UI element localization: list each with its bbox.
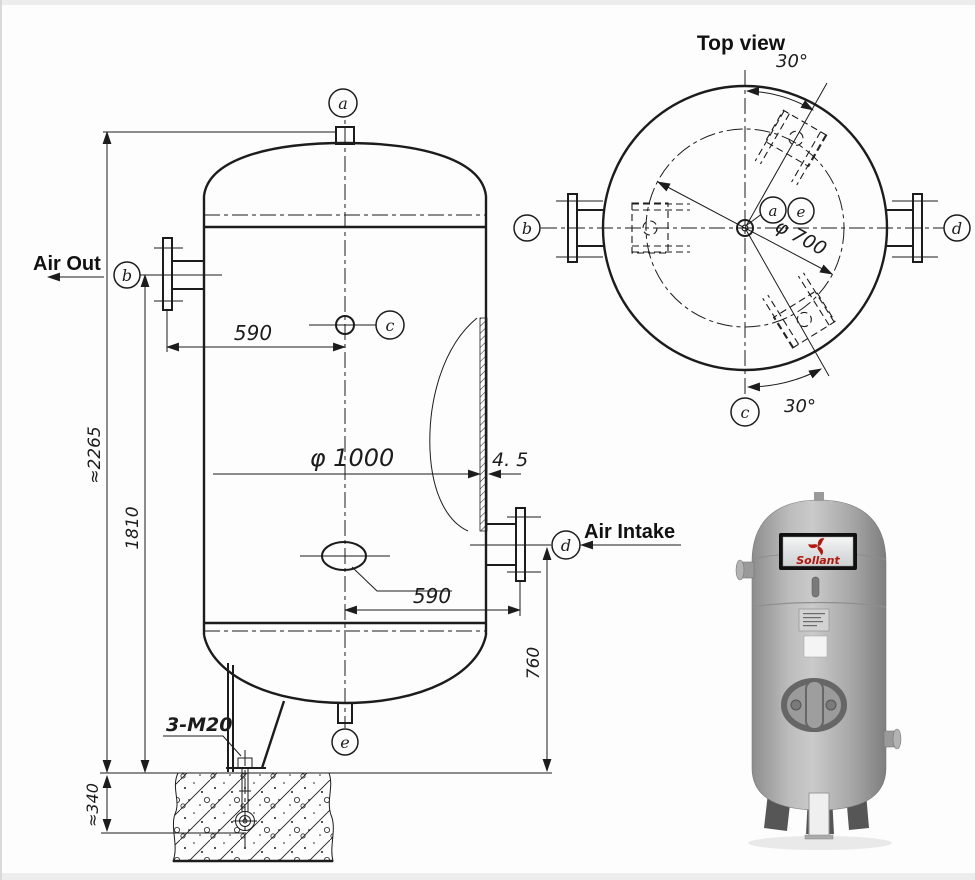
anchor-bolt-label: 3-M20 [166,714,232,736]
photo-valve-handle [811,576,820,598]
top-flange-b [556,193,604,263]
port-balloon-d: d [551,530,581,560]
air-out-label: Air Out [33,253,101,275]
dim-text-intake-height: 760 [524,647,544,679]
port-label-e: e [340,733,349,752]
top-port-balloon-a: a [759,196,787,224]
top-view-title: Top view [697,32,786,55]
dim-text-overall-height: ≈2265 [85,426,105,484]
photo-left-nozzle [735,559,755,581]
brand-panel: Sollant [779,533,857,570]
top-port-label-d: d [952,219,962,238]
nozzle-b [140,237,222,311]
nozzle-d [470,507,551,582]
bracket-lower-right [762,272,836,349]
nozzle-e [337,702,353,724]
nozzle-c [309,315,376,335]
top-port-balloon-d: d [943,214,971,242]
port-label-b: b [122,266,132,285]
product-photo: Sollant [735,492,902,850]
dim-text-diameter: φ 1000 [310,444,395,472]
support-legs [226,663,286,772]
photo-top-fitting [814,492,824,501]
angle-text-top: 30° [776,51,808,72]
dim-text-thickness: 4. 5 [492,449,528,471]
port-label-c: c [386,316,395,335]
angle-dim-top: 30° [744,51,828,229]
sheet-edge-bottom [0,873,975,880]
dim-outlet-height: 1810 [123,273,150,774]
dim-thickness: 4. 5 [487,449,528,479]
photo-nameplate [798,608,830,632]
photo-drain-pipe [804,792,834,840]
top-view: Top view 30° φ 700 a e [513,32,971,427]
dim-diameter: φ 1000 [213,444,482,479]
front-view: a ≈2265 1810 b Air Out [33,88,681,863]
angle-text-bottom: 30° [784,396,816,417]
photo-manhole [781,678,847,732]
dim-intake-height: 760 [524,546,552,773]
dim-text-outlet-height: 1810 [123,506,143,549]
top-port-balloon-c: c [730,397,760,427]
angle-dim-bottom: 30° [744,227,830,417]
photo-right-nozzle [883,728,902,750]
photo-seam-mid [751,601,887,608]
dim-text-offset-bottom: 590 [413,584,451,608]
port-balloon-a: a [328,88,358,118]
dim-offset-top: 590 [165,311,347,352]
dim-foundation-depth: ≈340 [83,774,246,834]
port-balloon-c: c [375,310,405,340]
wall-section [429,317,488,532]
dim-text-offset-top: 590 [234,321,272,345]
top-port-label-b: b [522,219,532,238]
photo-shadow [748,836,892,850]
port-balloon-e: e [331,728,359,756]
top-port-label-a: a [769,202,778,220]
top-port-label-e: e [797,203,806,221]
nozzle-a [335,126,355,145]
sheet-edge-left [0,0,2,880]
anchor-bolt-detail [233,750,257,848]
port-label-a: a [338,94,348,113]
port-balloon-b: b [113,261,141,289]
port-label-d: d [561,536,571,555]
top-port-balloon-e: e [787,197,815,225]
handhole-oval [300,541,452,592]
dim-offset-bottom: 590 [343,582,522,616]
photo-sticker [803,635,828,658]
bracket-left [631,202,690,254]
anchor-bolt-callout: 3-M20 [163,714,242,757]
brand-logo-icon [808,538,825,556]
dim-text-foundation-depth: ≈340 [83,783,102,827]
brand-name: Sollant [796,554,840,567]
top-flange-d [887,193,938,263]
sheet-edge-top [0,0,975,5]
air-intake-label: Air Intake [584,521,675,543]
dim-overall-height: ≈2265 [85,130,336,774]
top-port-label-c: c [741,403,750,422]
top-port-balloon-b: b [513,214,541,242]
